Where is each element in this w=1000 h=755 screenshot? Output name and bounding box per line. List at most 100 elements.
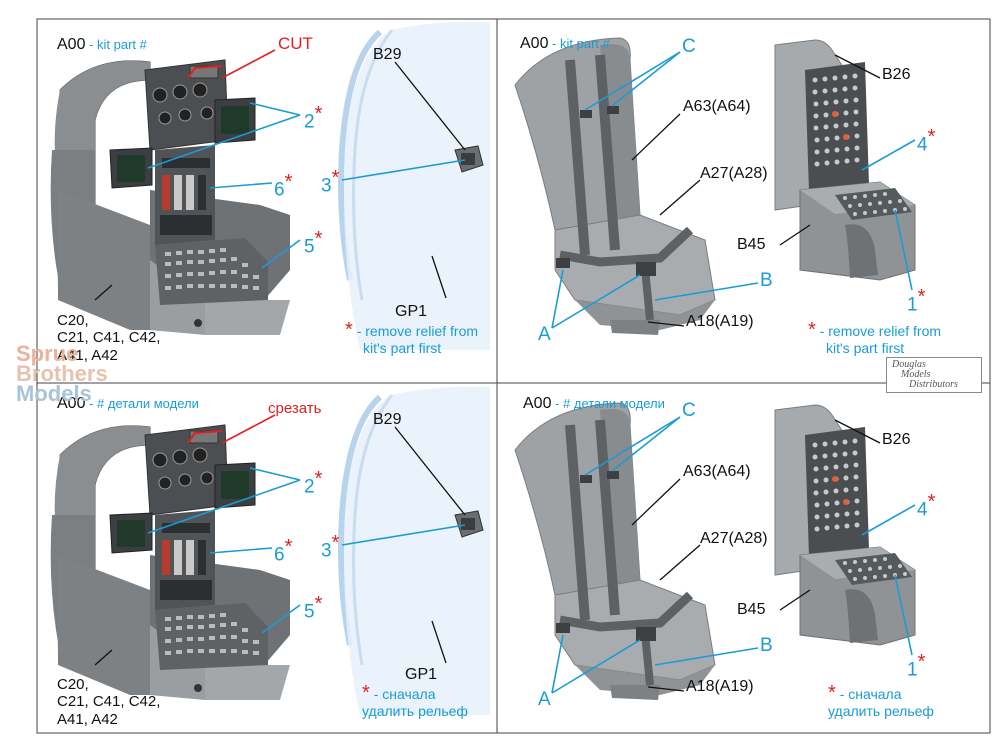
header-tr: A00 - kit part # [520,35,610,53]
callout-5: 5* [304,593,323,623]
callout-a: A [538,689,551,710]
leader-gp1 [431,620,447,664]
body-parts-line: A41, A42 [57,710,118,728]
leader-2b [147,114,301,169]
asterisk-icon: * [284,171,293,193]
leader-5 [261,239,301,269]
a63-label: A63(A64) [683,463,751,480]
leader-4 [861,504,916,536]
callout-a: A [538,324,551,345]
header-code: A00 [523,395,552,412]
asterisk-icon: * [314,593,323,615]
cut-outline [187,430,223,444]
callout-lines [94,49,916,694]
body-parts-line: C21, C41, C42, [57,693,161,711]
body-parts-line: C20, [57,676,89,693]
header-note: - # детали модели [551,396,665,411]
a27-label: A27(A28) [700,165,768,182]
asterisk-icon: * [828,682,836,704]
callout-4: 4* [917,491,936,521]
footnote-tr: * - remove relief from kit's part first [808,319,942,356]
leader-a63 [631,113,681,161]
asterisk-icon: * [331,167,340,189]
leader-b26 [834,419,881,444]
console-illustration-bl [50,424,291,701]
leader-5 [261,604,301,634]
cut-label: CUT [278,34,313,53]
callout-2: 2* [304,468,323,498]
a18-label: A18(A19) [686,313,754,330]
sprue-brothers-watermark: Sprue Brothers Models [16,341,108,406]
asterisk-icon: * [808,319,816,341]
leader-c1 [584,416,681,476]
callout-1: 1* [907,651,926,681]
gp1-label: GP1 [405,666,438,683]
footnote-bl: * - сначала удалить рельеф [362,682,468,719]
leader-1 [894,209,913,291]
body-parts-line: A41, A42 [57,346,118,364]
callout-b: B [760,635,773,656]
sheet-frame [36,18,991,734]
leader-3 [341,524,466,546]
leader-b [654,282,759,301]
header-note: - # детали модели [85,396,199,411]
asterisk-icon: * [345,319,353,341]
callout-1: 1* [907,286,926,316]
header-bl: A00 - # детали модели [57,395,199,413]
callout-6: 6* [274,536,293,566]
b29-label: B29 [373,46,402,63]
leader-a27 [659,544,701,581]
leader-c1 [584,51,681,111]
leader-6 [209,182,273,189]
callout-4: 4* [917,126,936,156]
leader-b45 [779,224,811,246]
leader-gp1 [431,255,447,299]
b45-label: B45 [737,601,766,618]
asterisk-icon: * [314,468,323,490]
cut-leader [221,49,276,79]
leader-2a [249,467,301,481]
canopy-illustration-tl [341,22,490,350]
callout-b: B [760,270,773,291]
callout-c: C [682,36,696,57]
leader-3 [341,159,466,181]
a18-label: A18(A19) [686,678,754,695]
cut-leader [221,414,276,444]
body-parts-line: C21, C41, C42, [57,329,161,347]
leader-b [654,647,759,666]
footnote-tl: * - remove relief from kit's part first [345,319,479,356]
leader-a2 [551,639,641,694]
gp1-label: GP1 [395,303,428,320]
leader-6 [209,547,273,554]
header-note: - kit part # [85,37,147,52]
leader-c2 [611,416,681,472]
b29-label: B29 [373,411,402,428]
leader-b26 [834,54,881,79]
asterisk-icon: * [331,532,340,554]
header-code: A00 [520,35,549,52]
b26-label: B26 [882,431,911,448]
a63-label: A63(A64) [683,98,751,115]
a27-label: A27(A28) [700,530,768,547]
leader-4 [861,139,916,171]
leader-a2 [551,274,641,329]
callout-c: C [682,400,696,421]
asterisk-icon: * [314,103,323,125]
douglas-models-logo: Douglas Models Distributors [886,357,982,393]
asterisk-icon: * [284,536,293,558]
asterisk-icon: * [314,228,323,250]
leader-body [94,649,113,666]
asterisk-icon: * [917,286,926,308]
callout-5: 5* [304,228,323,258]
asterisk-icon: * [927,126,936,148]
leader-a18 [647,686,685,692]
asterisk-icon: * [917,651,926,673]
console-illustration-tl [50,59,291,336]
body-parts-list: C20, C21, C41, C42, A41, A42 [57,312,160,364]
leader-2b [147,479,301,534]
leader-a1 [551,634,564,694]
leader-b29 [394,61,466,151]
header-note: - kit part # [548,36,610,51]
leader-a18 [647,321,685,327]
